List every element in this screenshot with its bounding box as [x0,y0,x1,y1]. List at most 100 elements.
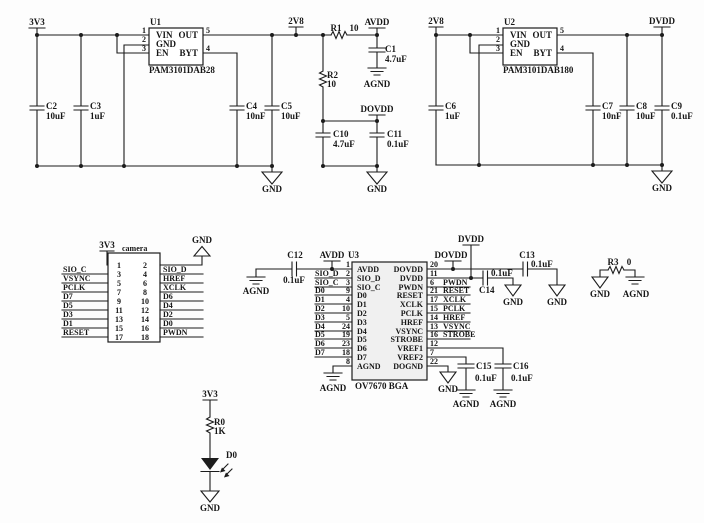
net-label: D1 [63,319,73,328]
pin-num: 16 [141,324,149,333]
gnd-symbol-b: GND [365,165,389,194]
cap-ref: C8 [636,101,647,111]
chip-body-u3 [351,261,428,381]
gnd-label: GND [262,184,283,194]
chip-part: OV7670 BGA [355,381,409,391]
net-label: D6 [163,292,173,301]
cap-ref: C13 [519,250,535,260]
pin-num: 17 [115,333,123,342]
pin-num: 2 [346,269,350,278]
wire-and-cap [426,347,513,398]
pin-num: 2 [143,261,147,270]
cap-value: 1uF [90,111,106,121]
capacitor-c7: C7 10nF [585,52,622,166]
res-ref: R2 [327,70,338,80]
net-label-2v8: 2V8 [288,16,304,26]
pin-num: 18 [141,333,149,342]
wires-u1 [36,34,332,167]
net-label: D7 [315,348,325,357]
net-label-dovdd: DOVDD [361,104,394,114]
u3-pin-name: STROBE [391,335,423,344]
gnd-label: GND [590,289,611,299]
pin-num: 5 [346,313,350,322]
gnd-wire [426,365,449,373]
capacitor-c3: C3 1uF [73,34,106,167]
net-label: D2 [163,310,173,319]
net-label: RESET [443,286,470,295]
junction-dot [294,33,298,37]
chip-body [148,27,204,66]
net-label: D7 [63,292,73,301]
u3-pin-name: D7 [357,353,367,362]
cap-value: 10uF [46,111,66,121]
power-flag-2v8-c: 2V8 [428,16,444,36]
pin-num: 24 [342,322,350,331]
pin-name-gnd: GND [156,39,177,49]
pin-name-byt: BYT [533,48,552,58]
net-label: HREF [443,313,465,322]
pin-name-vin: VIN [156,30,173,40]
gnd-symbol-led: GND [199,470,221,513]
pin-num: 14 [430,313,438,322]
gnd-up-arrow-icon [192,245,212,257]
net-label: D3 [63,310,73,319]
resistor-r0: R0 1K [205,416,226,459]
junction-dot [321,164,325,168]
u3-pin-name: DOVDD [394,265,424,274]
res-ref: R3 [608,257,619,267]
cap-symbol [369,120,385,167]
junction-dot [434,33,438,37]
pin-num: 13 [430,322,438,331]
pin-num: 9 [117,297,121,306]
cap-value: 4.7uF [333,139,355,149]
junction-dot [375,164,379,168]
cap-ref: C15 [476,361,492,371]
junction-dot [270,164,274,168]
gnd-arrow-icon [260,171,284,185]
chip-ref: U1 [150,17,161,27]
cap-symbol [654,34,670,166]
pin-num: 15 [430,304,438,313]
cap-value: 10nF [246,111,266,121]
resistor-symbol [318,34,328,122]
net-label: SIO_C [315,278,339,287]
cap-value: 10uF [636,111,656,121]
power-flag-dvdd-c: DVDD [649,16,675,36]
regulator-u1-section: 3V3 C2 10uF C3 1uF C4 10nF C5 10uF U1 PA… [28,16,332,194]
gnd-label: GND [367,184,388,194]
pin-num: 11 [430,269,438,278]
net-label-avdd: AVDD [320,250,345,260]
pin-name-byt: BYT [179,48,198,58]
gnd-symbol-camera: GND [159,235,213,266]
u3-left-wires [314,277,353,358]
junction-dot [625,33,629,37]
u3-pin-name: VSYNC [395,327,423,336]
res-value: 10 [327,79,337,89]
res-value: 1K [214,426,226,436]
cap-value: 0.1uF [531,259,553,269]
pin-num-2: 2 [496,35,500,44]
u3-pin-name: VREF2 [397,353,423,362]
junction-dot [469,276,473,280]
junction-dot [35,164,39,168]
pin-num-4: 4 [560,44,564,53]
pin-num: 6 [430,278,434,287]
gnd-label: GND [192,235,213,245]
cap-value: 0.1uF [283,275,305,285]
cap-ref: C6 [445,101,456,111]
cap-ref: C9 [671,101,682,111]
cap-symbol [428,34,444,166]
junction-dot [79,164,83,168]
chip-body [502,27,558,66]
wire-and-cap [426,270,514,286]
connector-body [107,252,161,343]
connector-left-wires [61,273,109,338]
pin-num: 14 [141,315,149,324]
cap-value: 0.1uF [671,111,693,121]
net-label: D0 [315,286,325,295]
net-label: D3 [315,313,325,322]
pin-num: 9 [346,286,350,295]
net-label: VSYNC [443,322,471,331]
gnd-label: GND [438,384,459,394]
pin-name-en: EN [510,48,523,58]
